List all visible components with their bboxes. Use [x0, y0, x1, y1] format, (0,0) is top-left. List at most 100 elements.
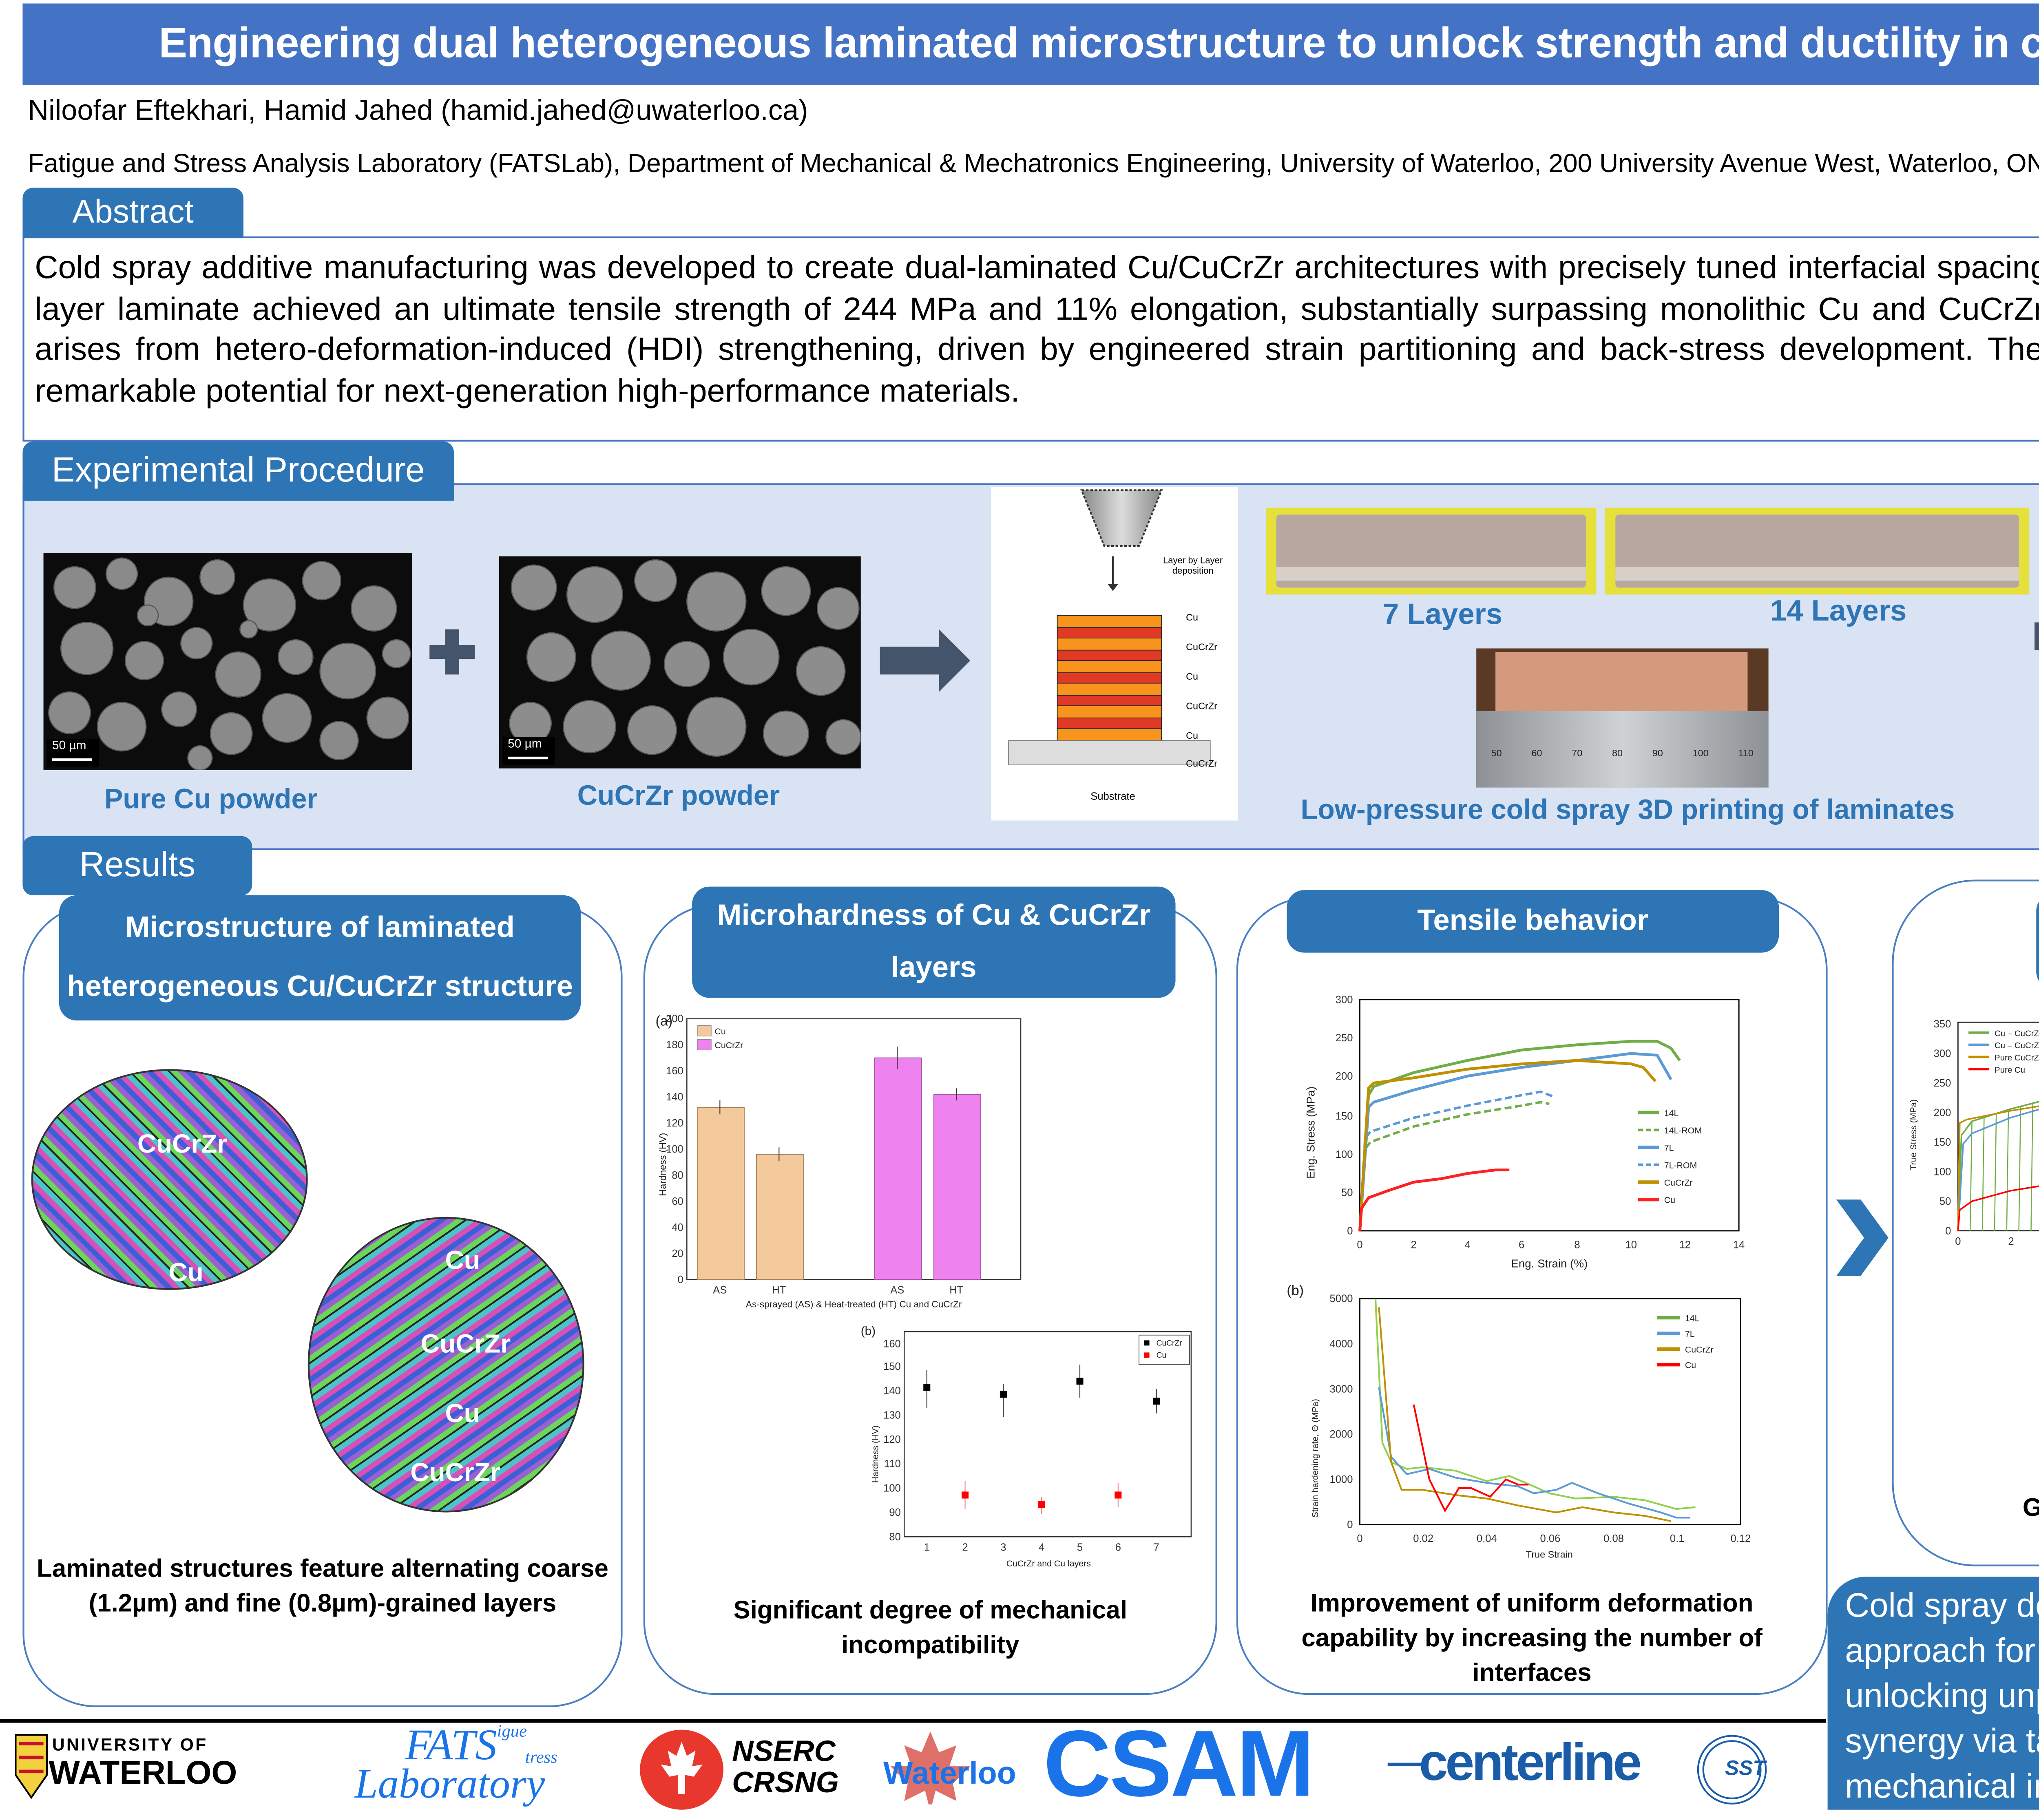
- svg-text:140: 140: [666, 1091, 683, 1103]
- svg-text:14L: 14L: [1664, 1108, 1679, 1118]
- svg-text:6: 6: [1115, 1542, 1121, 1553]
- cu-powder-sem-image: 50 µm: [43, 552, 412, 770]
- label-7-layers: 7 Layers: [1382, 598, 1503, 631]
- layer-label: Cu: [1186, 673, 1199, 683]
- centerline-logo: centerline: [1419, 1735, 1642, 1793]
- caption-line: (1.2µm) and fine (0.8µm)-grained layers: [88, 1590, 557, 1619]
- affiliation: Fatigue and Stress Analysis Laboratory (…: [28, 149, 2039, 179]
- svg-text:CuCrZr: CuCrZr: [715, 1040, 743, 1050]
- caption-line: Laminated structures feature alternating…: [37, 1556, 608, 1584]
- svg-text:0: 0: [1347, 1519, 1353, 1531]
- svg-text:As-sprayed (AS) & Heat-treated: As-sprayed (AS) & Heat-treated (HT) Cu a…: [746, 1299, 962, 1309]
- svg-text:20: 20: [672, 1248, 683, 1259]
- deposition-schematic: Layer by Layer deposition Cu CuCrZr Cu C…: [991, 486, 1238, 821]
- tensile-caption: Improvement of uniform deformation capab…: [1236, 1587, 1828, 1692]
- svg-text:5000: 5000: [1330, 1293, 1353, 1305]
- microstructure-title-2: heterogeneous Cu/CuCrZr structure: [67, 970, 573, 1003]
- abstract-text: Cold spray additive manufacturing was de…: [35, 248, 2039, 408]
- svg-text:HT: HT: [949, 1284, 963, 1296]
- deposition-note: Layer by Layer deposition: [1163, 556, 1223, 577]
- svg-text:250: 250: [1336, 1032, 1353, 1044]
- svg-text:0: 0: [1347, 1225, 1353, 1237]
- uwaterloo-line1: UNIVERSITY OF: [52, 1736, 208, 1756]
- svg-text:2: 2: [962, 1542, 968, 1553]
- arrow-right-icon: [2034, 605, 2039, 668]
- cu-powder-scale-bar: 50 µm: [52, 740, 86, 753]
- csam-logo: CSAM: [1043, 1712, 1314, 1817]
- ruler-tick: 100: [1692, 749, 1709, 760]
- caption-line: incompatibility: [841, 1632, 1020, 1661]
- sst-label: SST: [1725, 1756, 1766, 1780]
- svg-text:14L-ROM: 14L-ROM: [1664, 1126, 1702, 1135]
- hdi-panel: [1892, 879, 2039, 1566]
- svg-text:Pure Cu: Pure Cu: [1995, 1065, 2025, 1075]
- hdi-caption: Generation of HDI stress closely linked …: [1892, 1491, 2039, 1561]
- svg-text:110: 110: [884, 1458, 901, 1470]
- nserc-label: NSERC: [732, 1735, 836, 1768]
- uwaterloo-crest-icon: [14, 1733, 118, 1803]
- layer-label: CuCrZr: [1186, 760, 1218, 770]
- cold-spray-caption: Low-pressure cold spray 3D printing of l…: [1300, 796, 1955, 826]
- svg-text:4: 4: [1465, 1239, 1471, 1250]
- svg-text:0: 0: [1357, 1239, 1362, 1250]
- svg-text:AS: AS: [713, 1284, 727, 1296]
- ruler-tick: 110: [1738, 749, 1754, 760]
- svg-text:Pure CuCrZr: Pure CuCrZr: [1995, 1053, 2039, 1062]
- svg-text:0.1: 0.1: [1670, 1533, 1685, 1544]
- svg-text:300: 300: [1934, 1048, 1951, 1059]
- svg-text:200: 200: [666, 1013, 683, 1025]
- svg-text:Eng. Stress (MPa): Eng. Stress (MPa): [1305, 1087, 1317, 1179]
- abstract-heading: Abstract: [22, 188, 243, 239]
- ruler-tick: 60: [1531, 749, 1542, 760]
- layer-label: CuCrZr: [1186, 643, 1218, 654]
- fats-laboratory: Laboratory: [354, 1763, 545, 1808]
- svg-text:Cu – CuCrZr (14L): Cu – CuCrZr (14L): [1995, 1029, 2039, 1038]
- svg-text:300: 300: [1336, 994, 1353, 1005]
- fats-sup2: tress: [525, 1749, 557, 1768]
- ebsd-map-left: CuCrZr Cu: [31, 1069, 308, 1290]
- svg-text:40: 40: [672, 1222, 683, 1233]
- svg-text:0.08: 0.08: [1603, 1533, 1624, 1544]
- ebsd-label: Cu: [445, 1246, 480, 1276]
- cucrzr-powder-label: CuCrZr powder: [577, 782, 780, 812]
- ruler-tick: 90: [1652, 749, 1663, 760]
- svg-text:Cu: Cu: [1685, 1361, 1696, 1370]
- svg-text:AS: AS: [890, 1284, 904, 1296]
- svg-text:3: 3: [1000, 1542, 1006, 1553]
- svg-text:4000: 4000: [1330, 1338, 1353, 1350]
- ruler-tick: 70: [1572, 749, 1583, 760]
- svg-text:1000: 1000: [1330, 1474, 1353, 1485]
- svg-text:HT: HT: [772, 1284, 786, 1296]
- svg-text:True Strain: True Strain: [1526, 1549, 1573, 1559]
- svg-text:10: 10: [1625, 1239, 1637, 1250]
- ebsd-label: CuCrZr: [137, 1130, 228, 1160]
- csam-waterloo: Waterloo: [883, 1756, 1016, 1791]
- svg-text:250: 250: [1934, 1078, 1951, 1089]
- microhardness-panel: [643, 904, 1217, 1695]
- svg-text:150: 150: [1934, 1137, 1951, 1148]
- svg-text:50: 50: [1341, 1187, 1353, 1199]
- svg-text:350: 350: [1934, 1018, 1951, 1030]
- microstructure-title: Microstructure of laminated heterogeneou…: [59, 895, 581, 1020]
- svg-text:0.02: 0.02: [1413, 1533, 1433, 1544]
- svg-text:Cu: Cu: [1157, 1351, 1167, 1360]
- svg-text:100: 100: [666, 1144, 683, 1155]
- svg-text:60: 60: [672, 1196, 683, 1207]
- svg-text:6: 6: [1519, 1239, 1524, 1250]
- plus-icon: [429, 629, 475, 675]
- fats-sup1: igue: [497, 1723, 527, 1742]
- svg-text:0: 0: [1357, 1533, 1362, 1544]
- caption-line: capability by increasing the number of: [1301, 1625, 1763, 1653]
- svg-text:2: 2: [1411, 1239, 1417, 1250]
- experimental-heading: Experimental Procedure: [22, 442, 454, 501]
- cucrzr-powder-scale-bar: 50 µm: [508, 739, 542, 751]
- ebsd-label: CuCrZr: [410, 1458, 500, 1488]
- svg-text:4: 4: [1039, 1542, 1044, 1553]
- svg-text:120: 120: [883, 1434, 901, 1445]
- fats-main: FATS: [405, 1723, 497, 1770]
- microhardness-title: Microhardness of Cu & CuCrZr layers: [692, 886, 1176, 998]
- caption-line: interfaces: [1472, 1660, 1592, 1688]
